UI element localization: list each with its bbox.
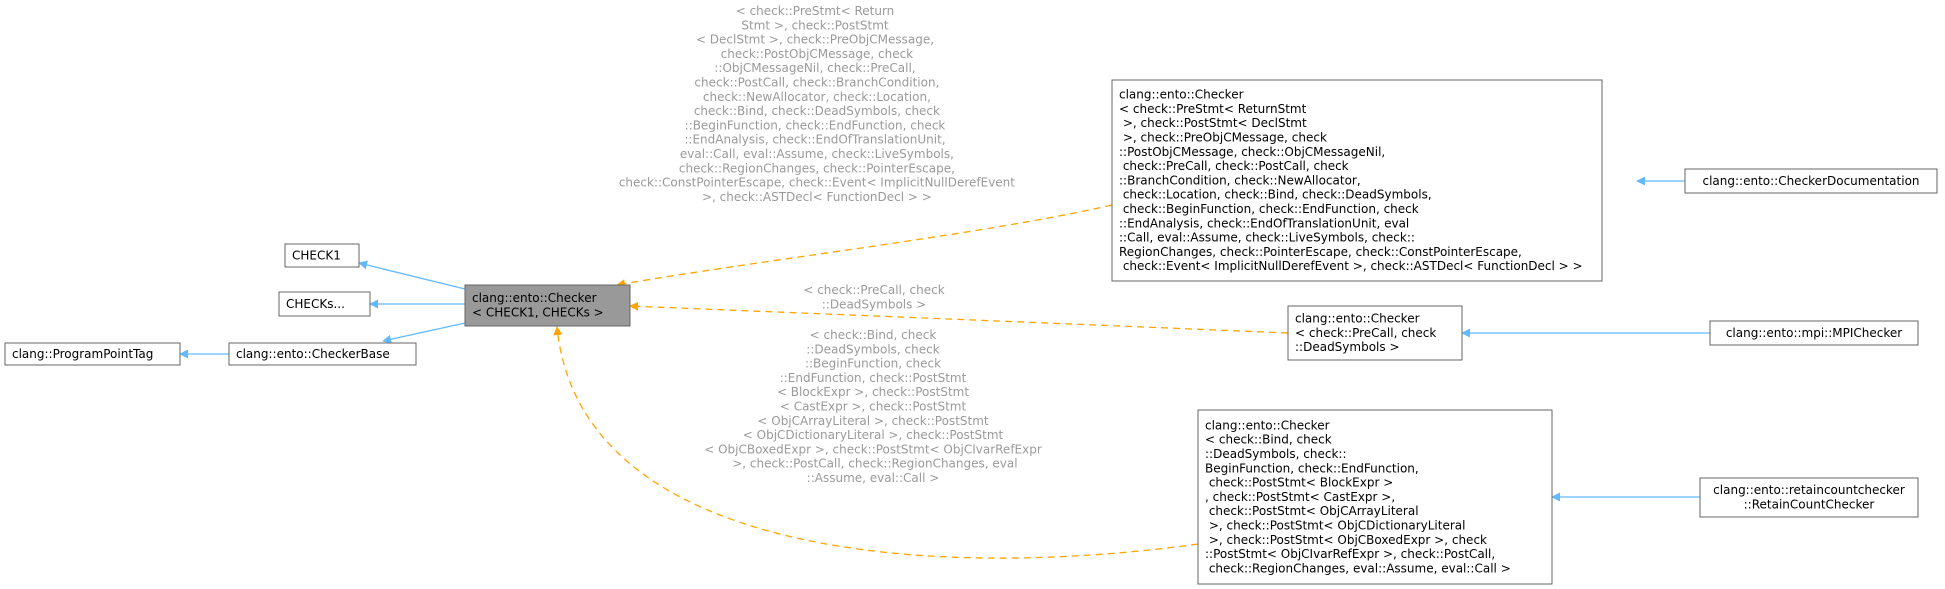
edge-label-line: < ObjCDictionaryLiteral >, check::PostSt… (743, 428, 1004, 442)
node-label-line: clang::ento::Checker (1205, 418, 1330, 432)
edge-label-line: check::NewAllocator, check::Location, (699, 90, 931, 104)
node-box (228, 342, 417, 366)
node-label-line: CHECK1 (292, 248, 341, 262)
edge-label-line: ::ObjCMessageNil, check::PreCall, (714, 61, 915, 75)
edge-bind-to-checker (553, 326, 1199, 559)
edge-big-to-checker (616, 204, 1113, 289)
node-checker-base[interactable]: clang::ento::CheckerBase (228, 342, 417, 366)
node-label-line: < CHECK1, CHECKs > (472, 306, 604, 320)
node-label-line: clang::ento::CheckerBase (236, 347, 390, 361)
edge-label-line: ::BeginFunction, check::EndFunction, che… (685, 118, 946, 132)
edge-precall-to-checker (629, 301, 1289, 334)
node-check1[interactable]: CHECK1 (284, 243, 360, 268)
node-label-line: >, check::PostStmt< ObjCBoxedExpr >, che… (1205, 533, 1487, 547)
node-label-line: , check::PostStmt< CastExpr >, (1205, 490, 1395, 504)
node-label-line: clang::ProgramPointTag (12, 347, 153, 361)
edge-label-line: < check::PreCall, check (803, 283, 944, 297)
node-box (284, 243, 360, 268)
edge-label-line: < check::PreStmt< Return (736, 4, 895, 18)
node-label-line: check::Event< ImplicitNullDerefEvent >, … (1119, 259, 1583, 273)
node-box (1684, 168, 1938, 194)
node-label-line: clang::ento::retaincountchecker (1713, 483, 1905, 497)
edge-label-to-big: < check::PreStmt< ReturnStmt >, check::P… (615, 4, 1015, 204)
edge-label-line: check::RegionChanges, check::PointerEsca… (675, 161, 955, 175)
node-label-line: < check::PreStmt< ReturnStmt (1119, 102, 1307, 116)
template-edges (553, 204, 1289, 559)
edge-checker-to-checkerbase (382, 322, 466, 344)
node-label-line: check::PreCall, check::PostCall, check (1119, 159, 1349, 173)
edge-label-line: >, check::PostCall, check::RegionChanges… (728, 457, 1017, 471)
edge-label-line: check::ConstPointerEscape, check::Event<… (615, 176, 1015, 190)
node-box (1287, 305, 1463, 361)
node-box (1111, 79, 1603, 282)
node-label-line: >, check::PostStmt< ObjCDictionaryLitera… (1205, 518, 1465, 532)
node-label-line: BeginFunction, check::EndFunction, (1205, 461, 1419, 475)
node-box (1709, 320, 1919, 346)
node-box (1197, 409, 1553, 585)
edge-label-to-precall: < check::PreCall, check::DeadSymbols > (803, 283, 944, 311)
edge-label-line: < BlockExpr >, check::PostStmt (777, 385, 969, 399)
node-label-line: check::PostStmt< BlockExpr > (1205, 476, 1393, 490)
edge-label-line: Stmt >, check::PostStmt (741, 18, 889, 32)
node-checker-precall[interactable]: clang::ento::Checker< check::PreCall, ch… (1287, 305, 1463, 361)
node-box (278, 291, 371, 317)
node-label-line: ::DeadSymbols > (1295, 340, 1400, 354)
edge-label-line: check::Bind, check::DeadSymbols, check (690, 104, 940, 118)
node-label-line: ::PostObjCMessage, check::ObjCMessageNil… (1119, 145, 1385, 159)
node-checker-big[interactable]: clang::ento::Checker< check::PreStmt< Re… (1111, 79, 1603, 282)
edge-label-line: ::EndAnalysis, check::EndOfTranslationUn… (684, 133, 945, 147)
node-label-line: clang::ento::mpi::MPIChecker (1726, 326, 1902, 340)
node-label-line: clang::ento::Checker (1119, 88, 1244, 102)
edge-label-line: < check::Bind, check (810, 328, 937, 342)
edge-label-line: < ObjCBoxedExpr >, check::PostStmt< ObjC… (704, 442, 1042, 456)
node-checker-documentation[interactable]: clang::ento::CheckerDocumentation (1684, 168, 1938, 194)
node-label-line: CHECKs... (286, 297, 345, 311)
node-label-line: check::BeginFunction, check::EndFunction… (1119, 202, 1419, 216)
node-label-line: check::PostStmt< ObjCArrayLiteral (1205, 504, 1419, 518)
edge-label-line: check::PostCall, check::BranchCondition, (691, 76, 940, 90)
node-checker-bind[interactable]: clang::ento::Checker< check::Bind, check… (1197, 409, 1553, 585)
node-checks[interactable]: CHECKs... (278, 291, 371, 317)
node-label-line: ::PostStmt< ObjCIvarRefExpr >, check::Po… (1205, 547, 1495, 561)
node-program-point-tag[interactable]: clang::ProgramPointTag (4, 342, 181, 366)
edge-label-line: ::DeadSymbols, check (806, 342, 939, 356)
edge-label-line: >, check::ASTDecl< FunctionDecl > > (698, 190, 932, 204)
node-label-line: >, check::PreObjCMessage, check (1119, 130, 1327, 144)
edge-label-line: ::Assume, eval::Call > (807, 471, 940, 485)
edge-label-line: ::BeginFunction, check (805, 357, 941, 371)
node-label-line: ::BranchCondition, check::NewAllocator, (1119, 173, 1361, 187)
node-label-line: check::RegionChanges, eval::Assume, eval… (1205, 561, 1511, 575)
node-label-line: >, check::PostStmt< DeclStmt (1119, 116, 1307, 130)
node-label-line: RegionChanges, check::PointerEscape, che… (1119, 245, 1522, 259)
node-mpi-checker[interactable]: clang::ento::mpi::MPIChecker (1709, 320, 1919, 346)
inheritance-edges (179, 176, 1710, 502)
edge-label-to-bind: < check::Bind, check::DeadSymbols, check… (704, 328, 1042, 485)
edge-label-line: ::EndFunction, check::PostStmt (780, 371, 967, 385)
edge-label-line: ::DeadSymbols > (822, 297, 927, 311)
node-label-line: clang::ento::CheckerDocumentation (1702, 174, 1919, 188)
node-box (4, 342, 181, 366)
node-label-line: clang::ento::Checker (1295, 312, 1420, 326)
edge-checker-to-check1 (358, 260, 466, 290)
edge-label-line: < CastExpr >, check::PostStmt (780, 400, 967, 414)
node-label-line: < check::PreCall, check (1295, 326, 1436, 340)
node-box (464, 284, 631, 327)
node-label-line: ::Call, eval::Assume, check::LiveSymbols… (1119, 231, 1415, 245)
edge-label-line: eval::Call, eval::Assume, check::LiveSym… (676, 147, 954, 161)
edge-label-line: < DeclStmt >, check::PreObjCMessage, (696, 33, 934, 47)
edge-label-line: check::PostObjCMessage, check (717, 47, 913, 61)
node-retain-count-checker[interactable]: clang::ento::retaincountchecker::RetainC… (1699, 477, 1919, 518)
node-label-line: check::Location, check::Bind, check::Dea… (1119, 188, 1432, 202)
node-label-line: ::DeadSymbols, check:: (1205, 447, 1346, 461)
node-box (1699, 477, 1919, 518)
node-label-line: clang::ento::Checker (472, 291, 597, 305)
node-label-line: ::RetainCountChecker (1744, 498, 1875, 512)
node-checker-template[interactable]: clang::ento::Checker< CHECK1, CHECKs > (464, 284, 631, 327)
node-label-line: < check::Bind, check (1205, 433, 1332, 447)
node-label-line: ::EndAnalysis, check::EndOfTranslationUn… (1119, 216, 1409, 230)
edge-label-line: < ObjCArrayLiteral >, check::PostStmt (757, 414, 989, 428)
